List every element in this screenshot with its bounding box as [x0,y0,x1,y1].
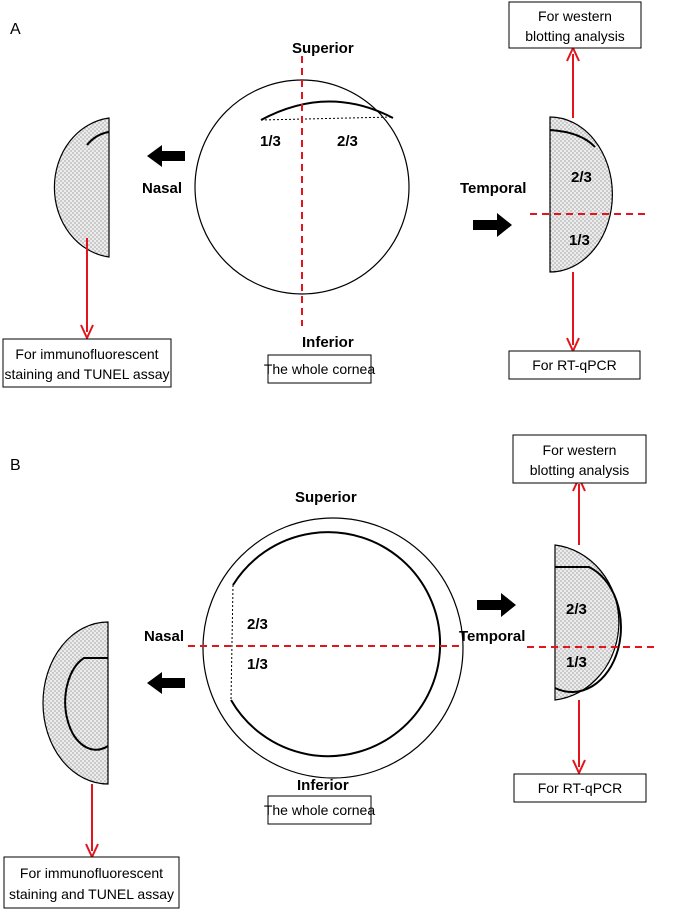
western-label-line2-a: blotting analysis [525,28,625,44]
nasal-half-b [42,621,109,785]
nasal-arrow-a [147,145,185,167]
whole-cornea-label-a: The whole cornea [264,361,376,377]
panel-a: A Superior Inferior 1/3 2/3 The whole co… [2,1,650,388]
cornea-outer-circle-b [202,517,464,779]
whole-cornea-label-b: The whole cornea [264,802,376,818]
label-two-thirds-b: 2/3 [247,616,268,633]
label-nasal-a: Nasal [142,180,182,197]
temporal-half-ring-b [554,566,622,693]
label-nasal-b: Nasal [144,628,184,645]
label-superior-a: Superior [292,40,354,57]
nasal-arrow-b [147,672,185,694]
incision-ring-b [230,531,442,758]
right-bottom-frac-b: 1/3 [566,654,587,671]
label-temporal-b: Temporal [459,628,525,645]
whole-cornea-box-b [267,795,372,825]
nasal-half-a [53,117,110,258]
label-two-thirds-a: 2/3 [337,133,358,150]
immuno-box-a [2,338,172,388]
temporal-half-b [554,544,620,701]
western-label-line1-a: For western [538,8,612,24]
label-superior-b: Superior [295,489,357,506]
right-top-frac-b: 2/3 [566,601,587,618]
panel-b-letter: B [10,457,21,474]
incision-chord-a [260,116,394,121]
immuno-box-b [3,856,180,909]
right-bottom-frac-a: 1/3 [569,232,590,249]
incision-chord-b [230,584,234,701]
immuno-label-line2-b: staining and TUNEL assay [9,886,174,902]
incision-arc-a [260,100,394,121]
temporal-half-a [549,116,614,273]
rtqpcr-label-a: For RT-qPCR [532,357,617,373]
temporal-half-arc-a [549,129,596,148]
immuno-label-line1-a: For immunofluorescent [15,346,158,362]
panel-b: B Superior Inferior Nasal 2/3 1/3 The wh… [3,434,655,909]
temporal-arrow-b [477,593,516,617]
western-label-line1-b: For western [543,442,617,458]
temporal-arrow-a [473,213,512,237]
whole-cornea-box-a [267,354,372,384]
right-top-frac-a: 2/3 [571,169,592,186]
label-temporal-a: Temporal [460,180,526,197]
western-box-b [512,434,647,484]
label-inferior-b: Inferior [297,777,349,794]
nasal-half-ring-b [64,657,109,751]
rtqpcr-label-b: For RT-qPCR [538,780,623,796]
rtqpcr-box-b [513,773,647,803]
western-box-a [508,1,642,49]
immuno-label-line1-b: For immunofluorescent [20,865,163,881]
label-one-third-b: 1/3 [247,656,268,673]
immuno-label-line2-a: staining and TUNEL assay [5,366,170,382]
label-one-third-a: 1/3 [260,133,281,150]
panel-a-letter: A [10,21,21,38]
western-label-line2-b: blotting analysis [530,462,630,478]
rtqpcr-box-a [508,350,641,380]
label-inferior-a: Inferior [302,334,354,351]
nasal-half-arc-a [86,131,110,146]
